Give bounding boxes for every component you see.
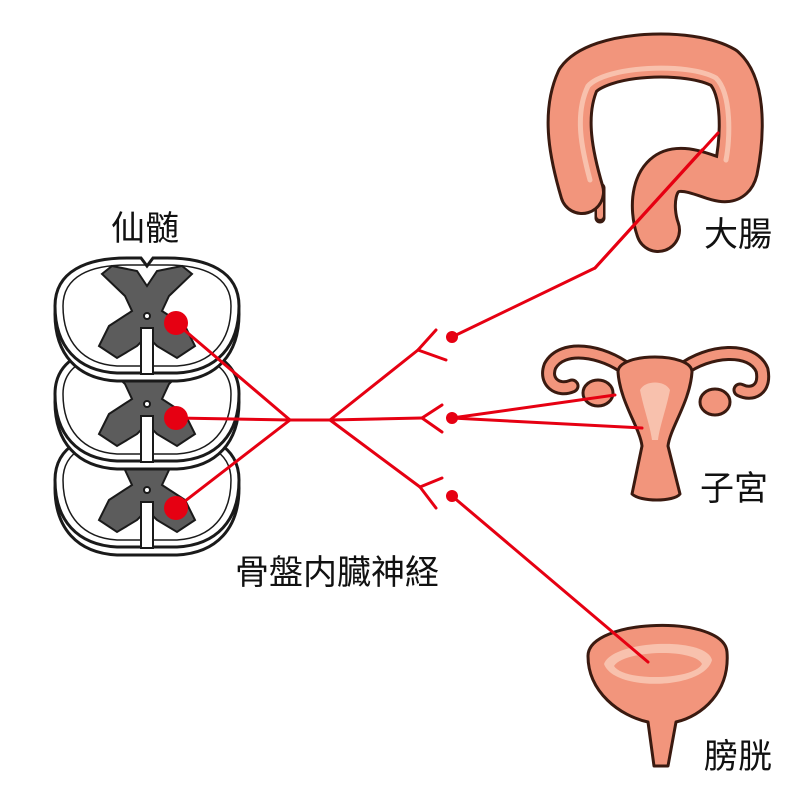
postganglionic-uterus-a (450, 393, 617, 420)
nerve-fiber-s-middle (174, 416, 292, 422)
synapse-fork-colon-a (416, 328, 438, 352)
postganglionic-colon (450, 266, 597, 339)
spinal-cord-segments (53, 256, 241, 557)
branch-bladder (328, 418, 422, 489)
label-pelvic-splanchnic-nerve: 骨盤内臓神経 (235, 553, 439, 593)
nerve-pathways (164, 131, 720, 664)
spinal-segment-top (53, 256, 241, 383)
ganglion-neuron-bladder (446, 490, 458, 502)
ganglion-neuron-colon (446, 331, 458, 343)
postganglionic-bladder (450, 494, 650, 664)
postganglionic-colon-b (593, 148, 704, 270)
postganglionic-uterus-b (450, 416, 644, 430)
synapse-fork-uterus-b (420, 416, 444, 434)
nerve-fiber-s-top (174, 321, 292, 422)
colon-illustration (546, 32, 764, 253)
synapse-fork-uterus-a (420, 403, 444, 420)
neuron-body-sacral-middle (164, 406, 188, 430)
neuron-body-sacral-top (164, 311, 188, 335)
label-colon: 大腸 (704, 215, 772, 255)
ganglion-neuron-uterus (446, 412, 458, 424)
synapse-fork-colon-b (416, 348, 448, 362)
branch-colon (328, 348, 420, 422)
label-sacral-cord: 仙髄 (111, 209, 179, 249)
synapse-fork-bladder-a (418, 476, 444, 489)
neuron-body-sacral-bottom (164, 496, 188, 520)
synapse-fork-bladder-b (418, 485, 438, 510)
uterus-illustration (541, 344, 771, 502)
bladder-illustration (586, 623, 729, 768)
label-bladder: 膀胱 (704, 737, 772, 777)
right-ovary (698, 387, 732, 417)
nerve-fiber-s-bottom (174, 418, 292, 510)
branch-uterus (328, 416, 424, 422)
label-uterus: 子宮 (700, 469, 768, 509)
left-ovary (581, 378, 615, 408)
